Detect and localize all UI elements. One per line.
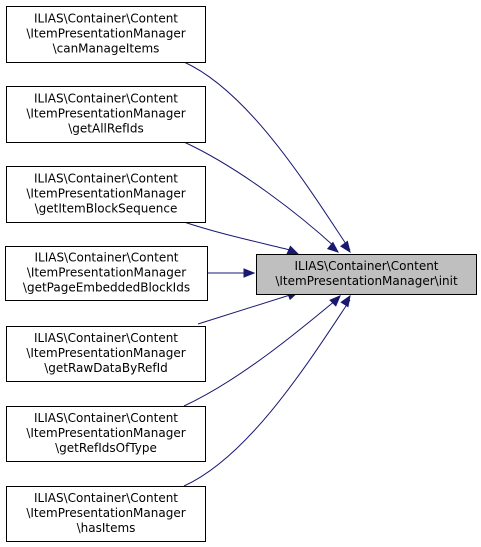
call-edge (197, 291, 300, 325)
node-label-line: \getPageEmbeddedBlockIds (23, 281, 190, 295)
node-label-line: ILIAS\Container\Content (294, 259, 438, 273)
node-box (6, 406, 206, 462)
arrowhead-icon (326, 241, 340, 253)
call-edge (183, 295, 341, 407)
node-label-line: ILIAS\Container\Content (34, 12, 178, 26)
node-label-line: ILIAS\Container\Content (34, 411, 178, 425)
node-label-line: \getRawDataByRefId (44, 361, 168, 375)
node-box (6, 6, 206, 63)
target-node[interactable]: ILIAS\Container\Content\ItemPresentation… (256, 254, 477, 295)
node-label-line: ILIAS\Container\Content (34, 92, 178, 106)
edge-line (183, 61, 351, 251)
node-label-line: \canManageItems (53, 42, 160, 56)
node-label-line: ILIAS\Container\Content (34, 331, 178, 345)
node-label-line: ILIAS\Container\Content (34, 172, 178, 186)
arrowhead-icon (243, 268, 256, 278)
node-label-line: \getItemBlockSequence (35, 202, 178, 216)
call-edge (183, 61, 351, 254)
caller-node[interactable]: ILIAS\Container\Content\ItemPresentation… (6, 406, 206, 462)
node-box (6, 326, 206, 382)
caller-node[interactable]: ILIAS\Container\Content\ItemPresentation… (6, 6, 206, 63)
node-label-line: ILIAS\Container\Content (34, 251, 178, 265)
node-label-line: \getAllRefIds (68, 122, 143, 136)
call-edge (207, 268, 256, 278)
edge-line (183, 221, 291, 251)
node-label-line: \ItemPresentationManager (26, 506, 185, 520)
arrowhead-icon (340, 240, 351, 254)
node-box (5, 246, 208, 301)
arrowhead-icon (286, 245, 300, 255)
node-label-line: \ItemPresentationManager (26, 187, 185, 201)
call-edge (183, 221, 300, 255)
arrowhead-icon (340, 294, 351, 308)
edge-line (183, 299, 337, 407)
edge-line (197, 294, 291, 325)
node-label-line: \ItemPresentationManager\init (275, 274, 458, 288)
caller-node[interactable]: ILIAS\Container\Content\ItemPresentation… (6, 86, 206, 143)
node-label-line: \ItemPresentationManager (26, 107, 185, 121)
node-box (6, 86, 206, 143)
node-label-line: \ItemPresentationManager (26, 426, 185, 440)
arrowhead-icon (329, 295, 341, 307)
caller-node[interactable]: ILIAS\Container\Content\ItemPresentation… (6, 486, 206, 542)
node-label-line: \ItemPresentationManager (26, 27, 185, 41)
node-box (6, 166, 206, 223)
edge-line (183, 141, 337, 249)
node-label-line: \hasItems (77, 521, 136, 535)
nodes: ILIAS\Container\Content\ItemPresentation… (5, 6, 477, 542)
call-edge (183, 294, 351, 487)
caller-node[interactable]: ILIAS\Container\Content\ItemPresentation… (6, 166, 206, 223)
edge-line (183, 299, 351, 487)
call-edge (183, 141, 340, 253)
node-box (256, 254, 477, 295)
node-box (6, 486, 206, 542)
node-label-line: \ItemPresentationManager (26, 346, 185, 360)
node-label-line: ILIAS\Container\Content (34, 491, 178, 505)
caller-node[interactable]: ILIAS\Container\Content\ItemPresentation… (6, 326, 206, 382)
node-label-line: \ItemPresentationManager (27, 266, 186, 280)
node-label-line: \getRefIdsOfType (55, 441, 157, 455)
caller-node[interactable]: ILIAS\Container\Content\ItemPresentation… (5, 246, 208, 301)
